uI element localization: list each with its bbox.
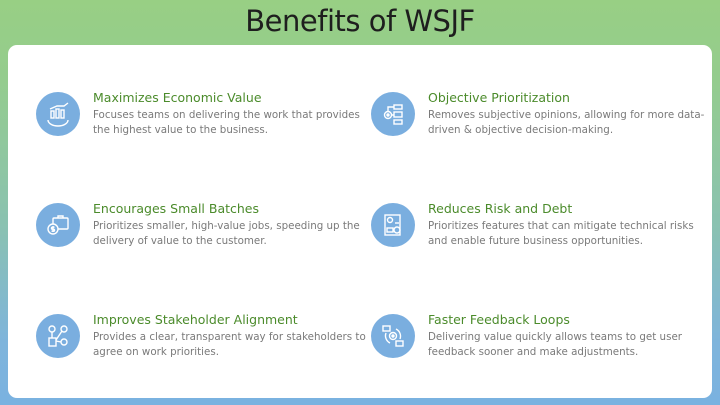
briefcase-dollar-icon [36, 203, 80, 247]
benefit-item: Encourages Small Batches Prioritizes sma… [36, 201, 360, 261]
benefit-item: Improves Stakeholder Alignment Provides … [36, 312, 366, 372]
benefit-item: Faster Feedback Loops Delivering value q… [371, 312, 691, 372]
stakeholder-network-icon [36, 314, 80, 358]
benefit-description: Focuses teams on delivering the work tha… [93, 109, 360, 136]
benefit-description: Prioritizes features that can mitigate t… [428, 220, 694, 247]
benefit-description: Provides a clear, transparent way for st… [93, 331, 366, 358]
benefit-title: Maximizes Economic Value [93, 90, 262, 105]
benefit-item: Reduces Risk and Debt Prioritizes featur… [371, 201, 694, 261]
benefits-card: Maximizes Economic Value Focuses teams o… [8, 45, 712, 398]
benefit-item: Objective Prioritization Removes subject… [371, 90, 704, 150]
slide-title: Benefits of WSJF [245, 4, 475, 38]
dollar-document-icon [371, 203, 415, 247]
benefit-item: Maximizes Economic Value Focuses teams o… [36, 90, 360, 150]
gear-flowchart-icon [371, 92, 415, 136]
benefit-title: Objective Prioritization [428, 90, 570, 105]
benefit-title: Faster Feedback Loops [428, 312, 570, 327]
benefit-title: Encourages Small Batches [93, 201, 259, 216]
benefit-description: Prioritizes smaller, high-value jobs, sp… [93, 220, 360, 247]
feedback-loop-icon [371, 314, 415, 358]
benefit-title: Improves Stakeholder Alignment [93, 312, 298, 327]
benefit-description: Delivering value quickly allows teams to… [428, 331, 683, 358]
benefit-title: Reduces Risk and Debt [428, 201, 573, 216]
growth-chart-globe-icon [36, 92, 80, 136]
benefit-description: Removes subjective opinions, allowing fo… [428, 109, 705, 136]
